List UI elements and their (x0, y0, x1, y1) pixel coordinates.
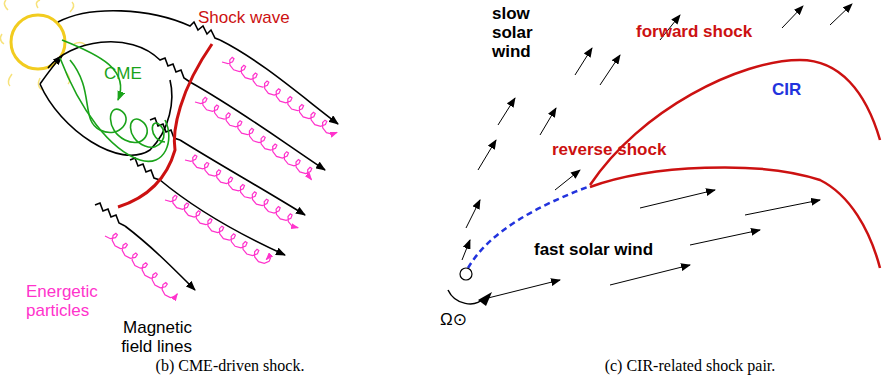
rotation-label: Ω⊙ (440, 310, 490, 329)
particle-helix (222, 57, 337, 134)
particle-helix (105, 233, 177, 297)
slow-wind-label: slow solar wind (492, 4, 562, 61)
field-lines (40, 11, 338, 290)
cme-label: CME (104, 64, 164, 83)
forward-shock-label: forward shock (636, 22, 776, 41)
particles-label: Energetic particles (26, 282, 116, 320)
cme-flux-rope (60, 40, 169, 161)
rotation-arrow (448, 290, 484, 304)
cir-label: CIR (772, 80, 832, 99)
solar-wind-arrows (462, 4, 852, 300)
shock-label: Shock wave (198, 8, 308, 27)
field-lines-label: Magnetic field lines (92, 318, 192, 356)
particle-helix (195, 97, 312, 179)
particle-spirals (105, 57, 337, 297)
sun-dot (460, 268, 472, 280)
subfigure-caption: (b) CME-driven shock. (120, 356, 340, 375)
reverse-shock-label: reverse shock (552, 140, 692, 159)
rotation-arrowhead (478, 292, 492, 306)
subfigure-caption: (c) CIR-related shock pair. (570, 356, 810, 375)
particle-helix (165, 195, 270, 263)
fast-wind-label: fast solar wind (534, 240, 684, 259)
particle-helix (185, 155, 298, 228)
